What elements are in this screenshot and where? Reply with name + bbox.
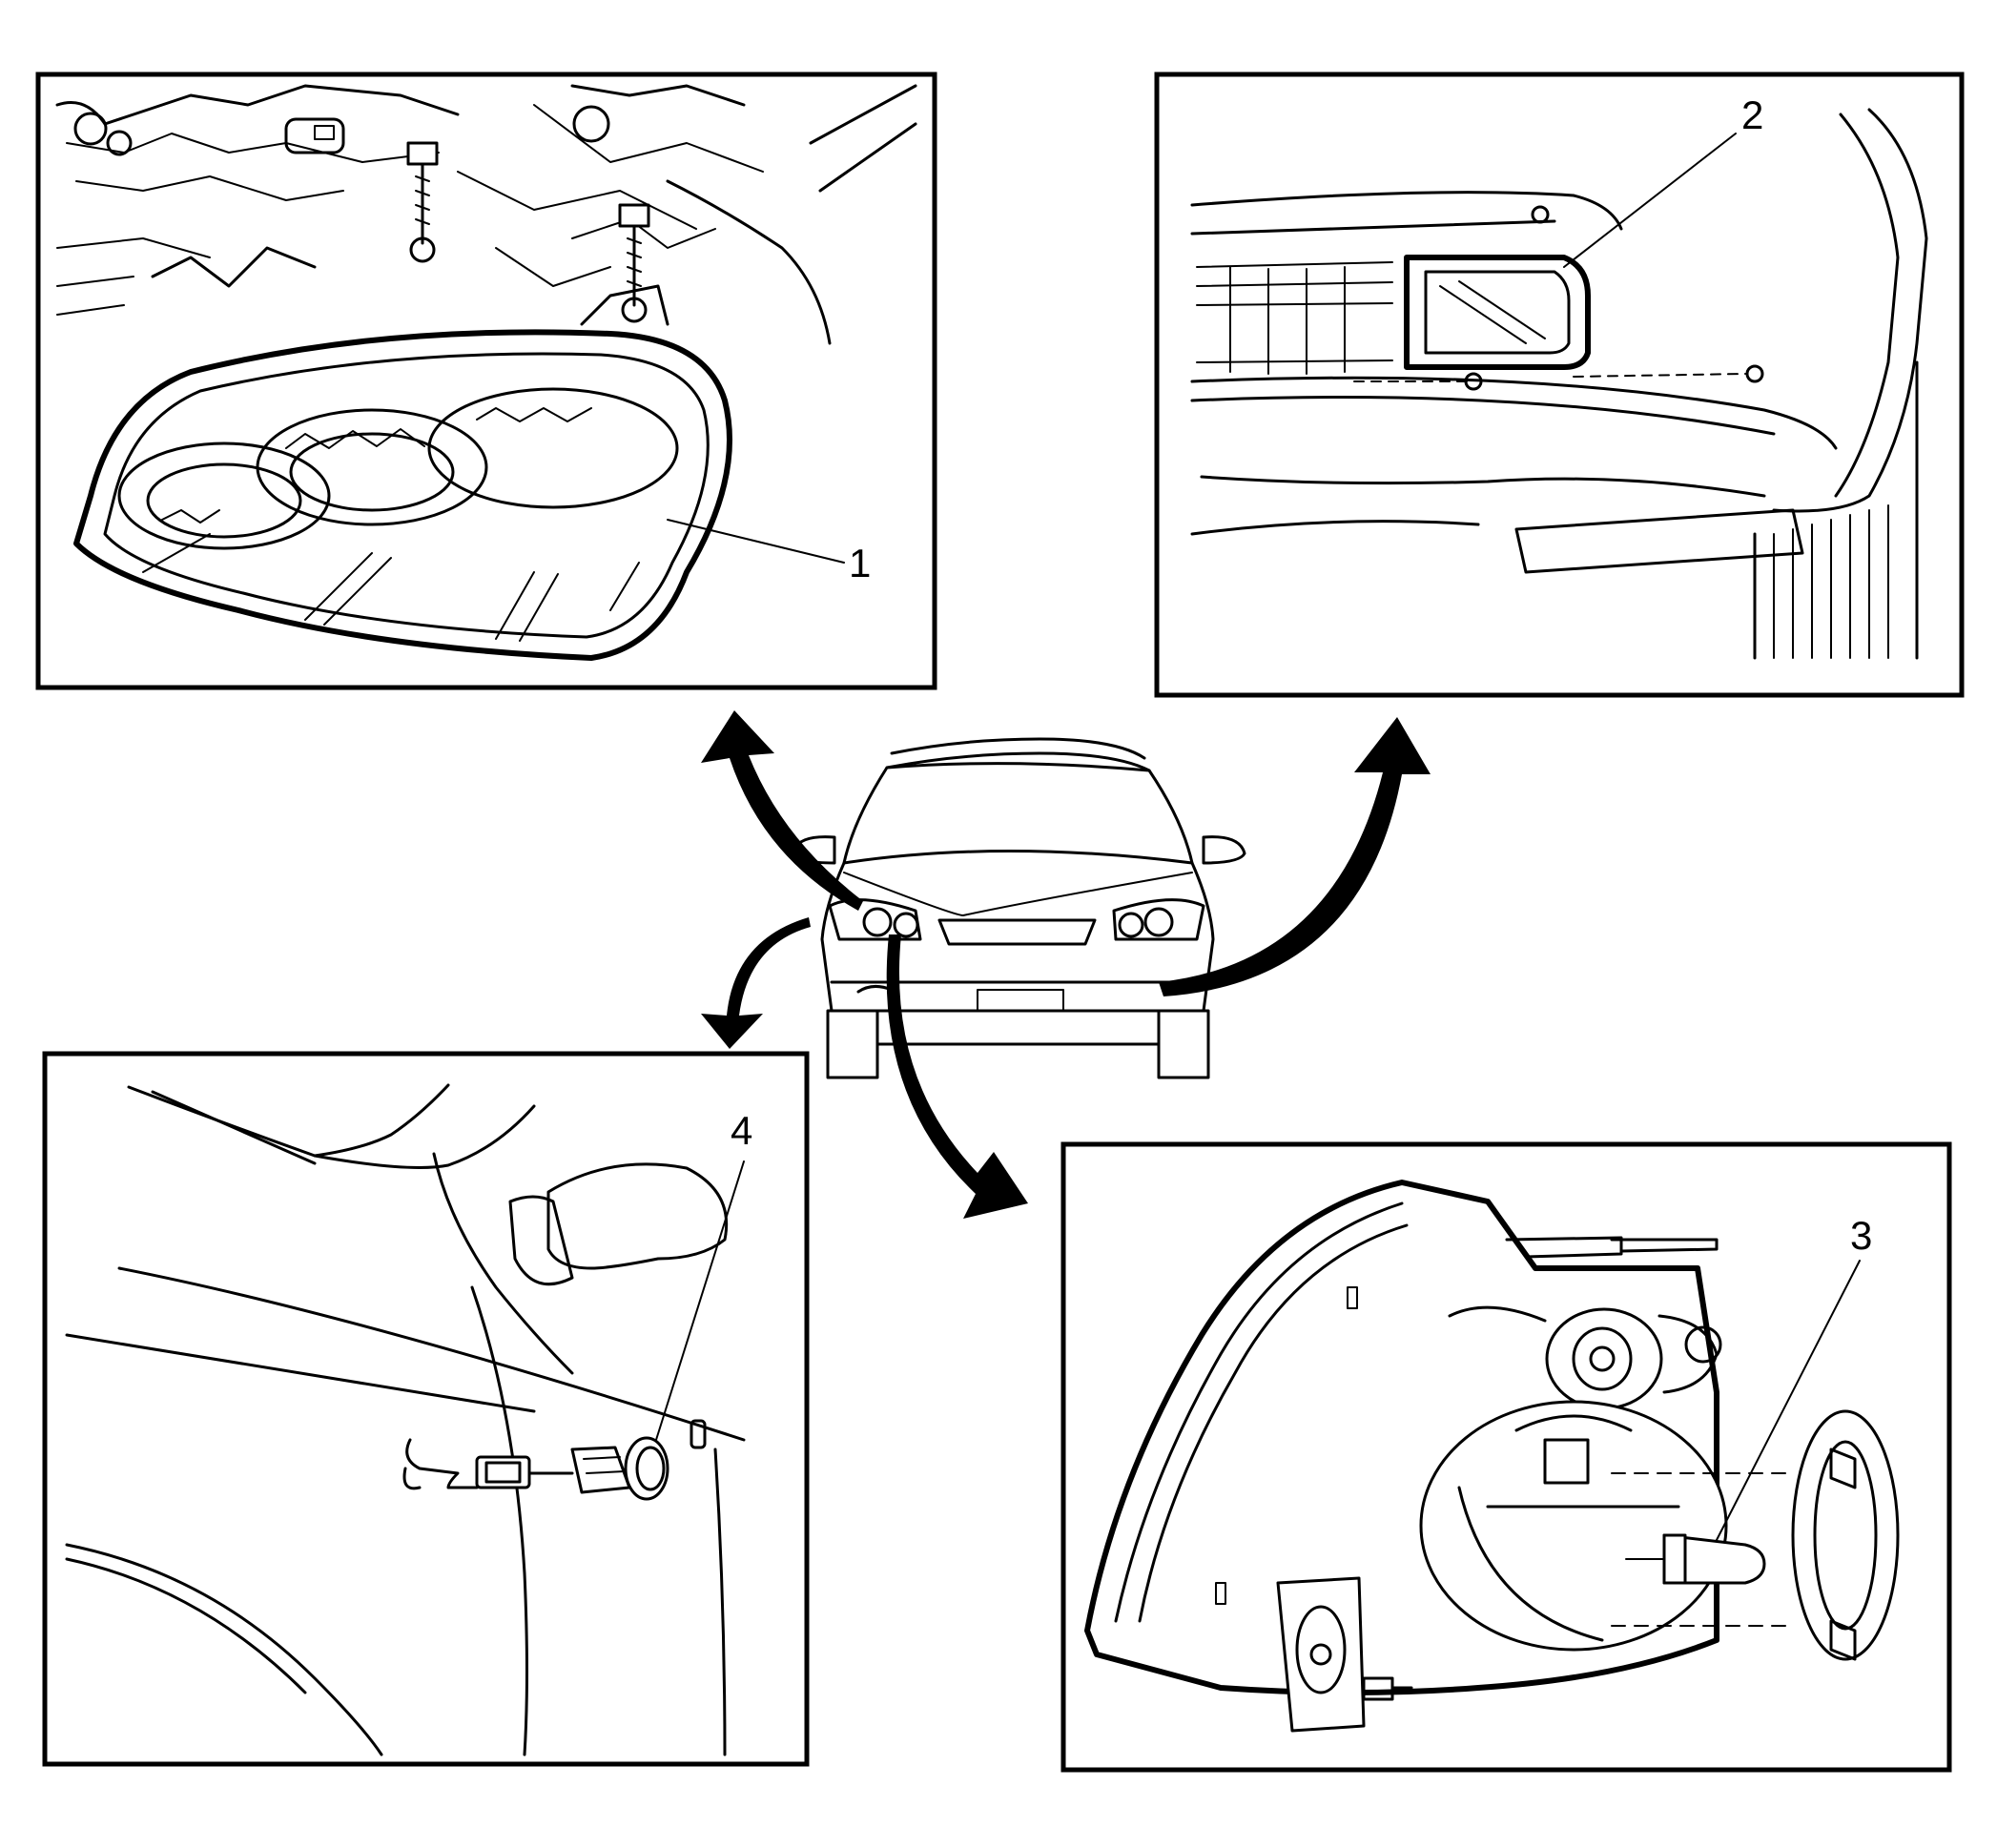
panel-fog-lamp: 2 [1154,72,1965,698]
panel-headlamp-assembly: 1 [35,72,937,690]
panel-side-marker-lamp: 4 [42,1051,810,1767]
headlamp-rear-illustration [1084,1180,1900,1733]
callout-3: 3 [1850,1213,1872,1258]
callout-2: 2 [1741,92,1763,137]
callout-1: 1 [849,541,871,585]
headlamp-bolt [406,141,439,245]
callout-3-leader [1716,1260,1861,1541]
bulb-dust-cap [1791,1409,1900,1661]
callout-4: 4 [731,1108,752,1153]
arrow-to-headlamp-bulb-panel [886,934,1028,1219]
fog-lamp-illustration [1190,108,1928,660]
arrow-to-fog-lamp-panel [1159,717,1431,996]
callout-4-leader [655,1160,745,1441]
arrow-to-headlamp-panel [701,710,863,911]
arrow-to-side-marker-panel [701,917,811,1049]
headlamp-bulb [1625,1533,1766,1585]
side-marker-illustration [65,1083,746,1756]
panel-headlamp-bulb: 3 [1060,1141,1952,1773]
callout-2-leader [1563,133,1737,268]
vehicle-front-view [792,737,1246,1079]
panel-frame [42,1051,810,1767]
headlamp-bolt [618,203,650,307]
headlamp-assembly-illustration [55,84,917,661]
callout-1-leader [667,519,845,564]
